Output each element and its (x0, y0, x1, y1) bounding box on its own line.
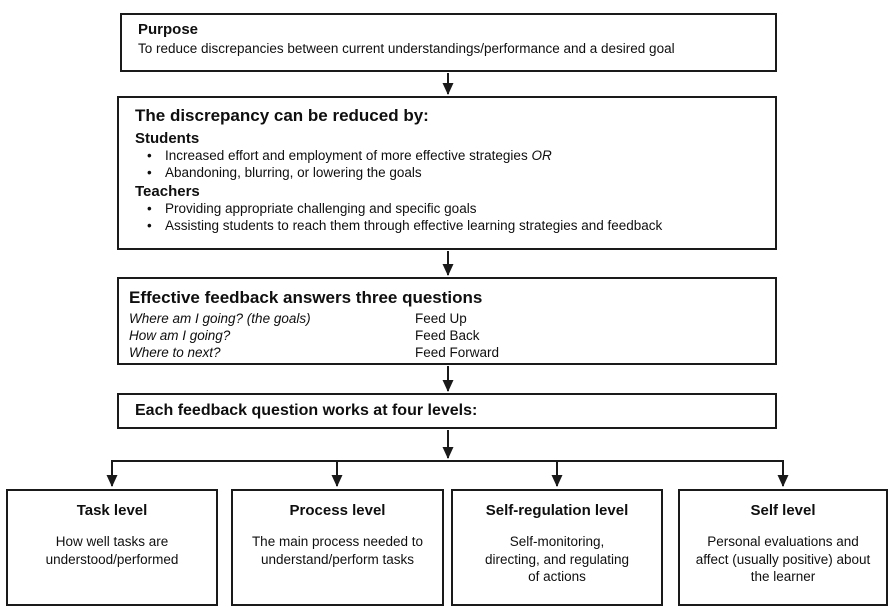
process-level-body: The main process needed to understand/pe… (251, 534, 424, 567)
process-level-box: Process level The main process needed to… (231, 489, 444, 606)
students-bullet-2: Abandoning, blurring, or lowering the go… (135, 165, 759, 182)
self-regulation-level-title: Self-regulation level (485, 502, 629, 519)
questions-box: Effective feedback answers three questio… (117, 277, 777, 365)
purpose-box: Purpose To reduce discrepancies between … (120, 13, 777, 72)
teachers-heading: Teachers (135, 183, 200, 201)
task-level-box: Task level How well tasks are understood… (6, 489, 218, 606)
answer-text: Feed Forward (415, 344, 500, 360)
self-level-title: Self level (750, 502, 816, 519)
teachers-bullet-1: Providing appropriate challenging and sp… (135, 201, 759, 218)
purpose-title: Purpose (138, 21, 199, 38)
discrepancy-box: The discrepancy can be reduced by: Stude… (117, 96, 777, 250)
purpose-body: To reduce discrepancies between current … (138, 40, 675, 56)
teachers-bullet-2: Assisting students to reach them through… (135, 218, 759, 235)
answer-text: Feed Back (415, 327, 480, 343)
question-row: How am I going? Feed Back (129, 328, 763, 345)
discrepancy-title: The discrepancy can be reduced by: (135, 106, 429, 125)
self-regulation-level-box: Self-regulation level Self-monitoring, d… (451, 489, 663, 606)
self-level-body: Personal evaluations and affect (usually… (695, 534, 871, 585)
task-level-title: Task level (76, 502, 148, 519)
question-text: How am I going? (129, 327, 231, 343)
answer-text: Feed Up (415, 311, 467, 327)
questions-title: Effective feedback answers three questio… (129, 288, 483, 307)
levels-header-box: Each feedback question works at four lev… (117, 393, 777, 429)
question-row: Where to next? Feed Forward (129, 345, 763, 362)
students-bullet-1: Increased effort and employment of more … (135, 148, 759, 165)
task-level-body: How well tasks are understood/performed (45, 534, 179, 567)
self-regulation-level-body: Self-monitoring, directing, and regulati… (484, 534, 630, 585)
levels-header-title: Each feedback question works at four lev… (135, 402, 478, 419)
question-text: Where am I going? (the goals) (129, 311, 311, 327)
students-bullet-1-or: OR (531, 148, 552, 164)
students-bullet-1-text: Increased effort and employment of more … (165, 148, 528, 164)
question-text: Where to next? (129, 344, 221, 360)
self-level-box: Self level Personal evaluations and affe… (678, 489, 888, 606)
question-row: Where am I going? (the goals) Feed Up (129, 311, 763, 328)
process-level-title: Process level (289, 502, 386, 519)
students-heading: Students (135, 130, 200, 148)
